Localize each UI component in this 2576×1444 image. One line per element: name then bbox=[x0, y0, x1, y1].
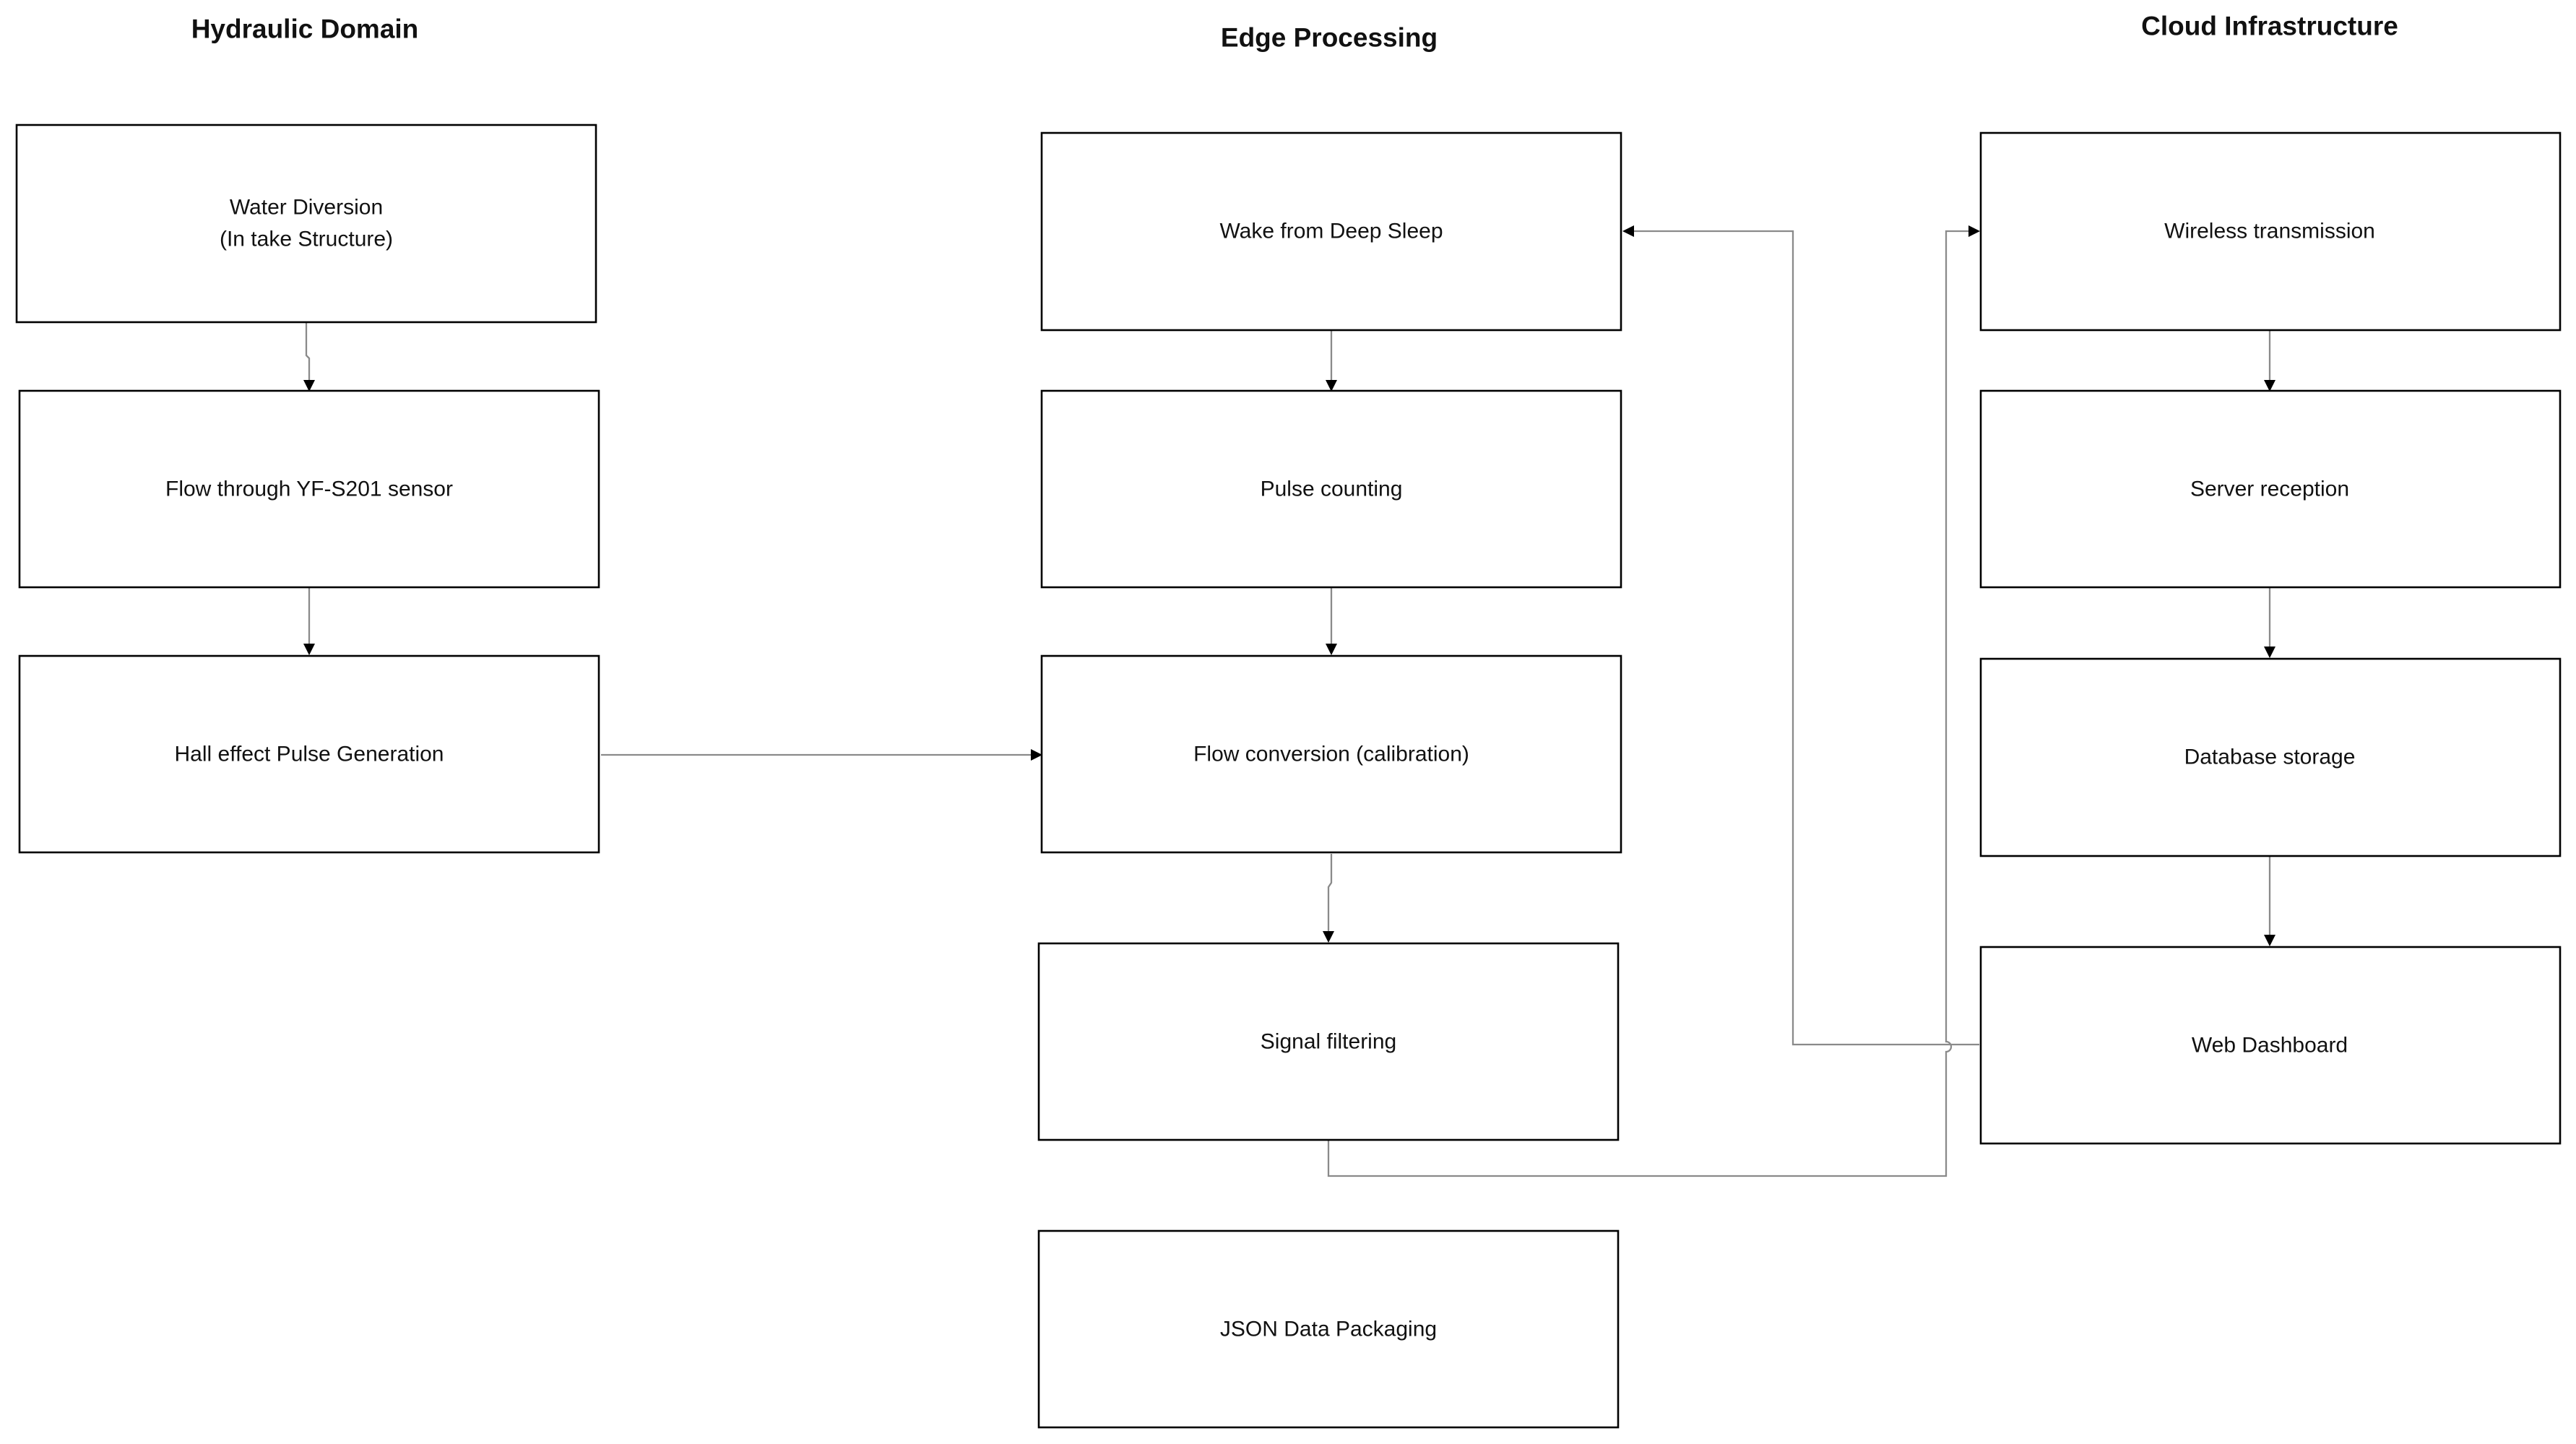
node-water-diversion: Water Diversion (In take Structure) bbox=[15, 124, 597, 324]
node-label: Server reception bbox=[2190, 477, 2349, 501]
arrowhead bbox=[2264, 935, 2275, 946]
node-hall-effect: Hall effect Pulse Generation bbox=[18, 654, 600, 854]
node-label: Flow through YF-S201 sensor bbox=[165, 477, 453, 501]
node-label: JSON Data Packaging bbox=[1220, 1318, 1437, 1341]
node-box bbox=[1979, 657, 2562, 857]
node-box bbox=[1040, 131, 1622, 332]
node-wireless-transmission: Wireless transmission bbox=[1979, 131, 2562, 332]
node-web-dashboard: Web Dashboard bbox=[1979, 946, 2562, 1145]
node-box bbox=[1979, 946, 2562, 1145]
node-box bbox=[1040, 654, 1622, 854]
node-box bbox=[1979, 131, 2562, 332]
node-label-line-2: (In take Structure) bbox=[220, 228, 393, 251]
arrowhead bbox=[1031, 749, 1042, 761]
node-box bbox=[18, 654, 600, 854]
node-label-line-1: Water Diversion bbox=[230, 196, 383, 220]
arrowhead bbox=[1622, 225, 1634, 237]
arrowhead bbox=[303, 380, 315, 392]
node-label: Flow conversion (calibration) bbox=[1193, 743, 1469, 766]
arrowhead bbox=[1968, 225, 1980, 237]
connectors bbox=[303, 225, 2275, 1177]
node-flow-conversion: Flow conversion (calibration) bbox=[1040, 654, 1622, 854]
connector-flow-conversion-to-signal-filtering bbox=[1327, 854, 1333, 932]
node-json-data-packaging: JSON Data Packaging bbox=[1037, 1229, 1620, 1429]
arrowhead bbox=[1326, 644, 1337, 655]
node-label: Pulse counting bbox=[1261, 477, 1403, 501]
node-box bbox=[1979, 389, 2562, 589]
node-label: Web Dashboard bbox=[2192, 1034, 2348, 1058]
connector-signal-filtering-to-wireless bbox=[1327, 230, 1969, 1177]
node-wake-from-deep-sleep: Wake from Deep Sleep bbox=[1040, 131, 1622, 332]
node-label: Hall effect Pulse Generation bbox=[175, 743, 444, 766]
node-box bbox=[1040, 389, 1622, 589]
hydraulic-domain-title: Hydraulic Domain bbox=[191, 14, 419, 44]
node-label: Wake from Deep Sleep bbox=[1219, 220, 1443, 243]
node-signal-filtering: Signal filtering bbox=[1037, 942, 1620, 1141]
node-flow-sensor: Flow through YF-S201 sensor bbox=[18, 389, 600, 589]
arrowhead bbox=[303, 644, 315, 655]
node-box bbox=[15, 124, 597, 324]
arrowhead bbox=[1326, 380, 1337, 392]
node-server-reception: Server reception bbox=[1979, 389, 2562, 589]
cloud-infrastructure-title: Cloud Infrastructure bbox=[2141, 12, 2398, 41]
arrowhead bbox=[2264, 647, 2275, 658]
arrowhead bbox=[1323, 931, 1334, 943]
node-label: Database storage bbox=[2184, 745, 2356, 769]
node-box bbox=[18, 389, 600, 589]
node-database-storage: Database storage bbox=[1979, 657, 2562, 857]
node-box bbox=[1037, 942, 1620, 1141]
node-box bbox=[1037, 1229, 1620, 1429]
edge-processing-title: Edge Processing bbox=[1221, 23, 1438, 53]
node-pulse-counting: Pulse counting bbox=[1040, 389, 1622, 589]
node-label: Wireless transmission bbox=[2164, 220, 2375, 243]
node-label: Signal filtering bbox=[1261, 1030, 1396, 1054]
arrowhead bbox=[2264, 380, 2275, 392]
connector-dashboard-to-wake bbox=[1634, 230, 1979, 1046]
connector-water-diversion-to-flow-sensor bbox=[305, 323, 311, 383]
